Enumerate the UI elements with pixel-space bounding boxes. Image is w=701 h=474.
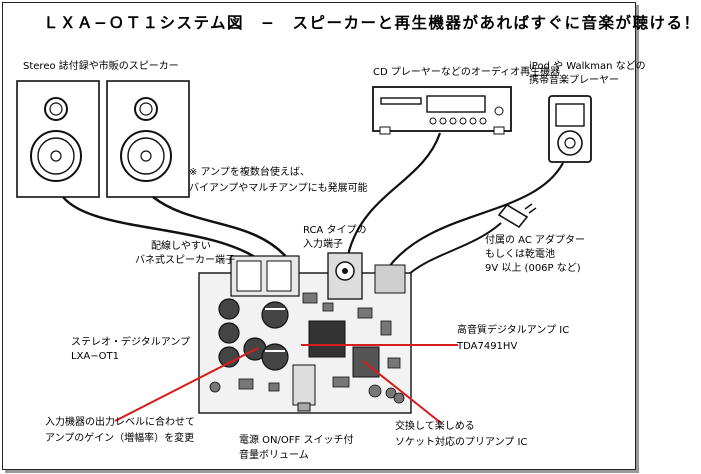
amp-board	[198, 252, 412, 414]
speakers-label: Stereo 誌付録や市販のスピーカー	[23, 61, 179, 72]
page-title: ＬＸＡ−ＯＴ１システム図 − スピーカーと再生機器があればすぐに音楽が聴ける！	[43, 14, 701, 32]
power-label-line1: 電源 ON/OFF スイッチ付	[239, 435, 354, 446]
rca-label-line2: 入力端子	[303, 239, 343, 250]
portable-label-line2: 携帯音楽プレーヤー	[529, 75, 619, 86]
speaker-cables	[62, 196, 289, 261]
pointer-lines	[114, 344, 458, 424]
right-speaker	[106, 80, 190, 198]
board-label-line1: ステレオ・デジタルアンプ	[71, 337, 191, 348]
adapter-label-line1: 付属の AC アダプター	[485, 235, 586, 246]
gain-label-line2: アンプのゲイン（増幅率）を変更	[45, 433, 195, 444]
portable-player	[548, 95, 592, 163]
ic-label-line2: TDA7491HV	[457, 341, 518, 352]
left-speaker	[16, 80, 100, 198]
gain-label-line1: 入力機器の出力レベルに合わせて	[45, 417, 195, 428]
adapter-label-line3: 9V 以上 (006P など)	[485, 263, 581, 274]
ic-label-line1: 高音質デジタルアンプ IC	[457, 325, 570, 336]
board-label-line2: LXA−OT1	[71, 351, 119, 362]
cd-player-label: CD プレーヤーなどのオーディオ再生機器	[373, 67, 561, 78]
portable-label-line1: iPod や Walkman などの	[529, 61, 646, 72]
preamp-label-line1: 交換して楽しめる	[395, 421, 475, 432]
rca-label-line1: RCA タイプの	[303, 225, 367, 236]
adapter-label-line2: もしくは乾電池	[485, 249, 555, 260]
ac-adapter	[407, 203, 537, 276]
diagram-artwork	[16, 80, 592, 424]
power-label-line2: 音量ボリューム	[239, 450, 309, 461]
speaker-terminal-label-line2: バネ式スピーカー端子	[135, 255, 235, 266]
multi-amp-note-line1: ※ アンプを複数台使えば、	[189, 167, 310, 178]
speaker-terminal-label-line1: 配線しやすい	[151, 241, 211, 252]
input-cables	[346, 132, 564, 269]
preamp-label-line2: ソケット対応のプリアンプ IC	[395, 437, 528, 448]
multi-amp-note-line2: バイアンプやマルチアンプにも発展可能	[189, 183, 368, 194]
cd-player	[372, 86, 512, 135]
